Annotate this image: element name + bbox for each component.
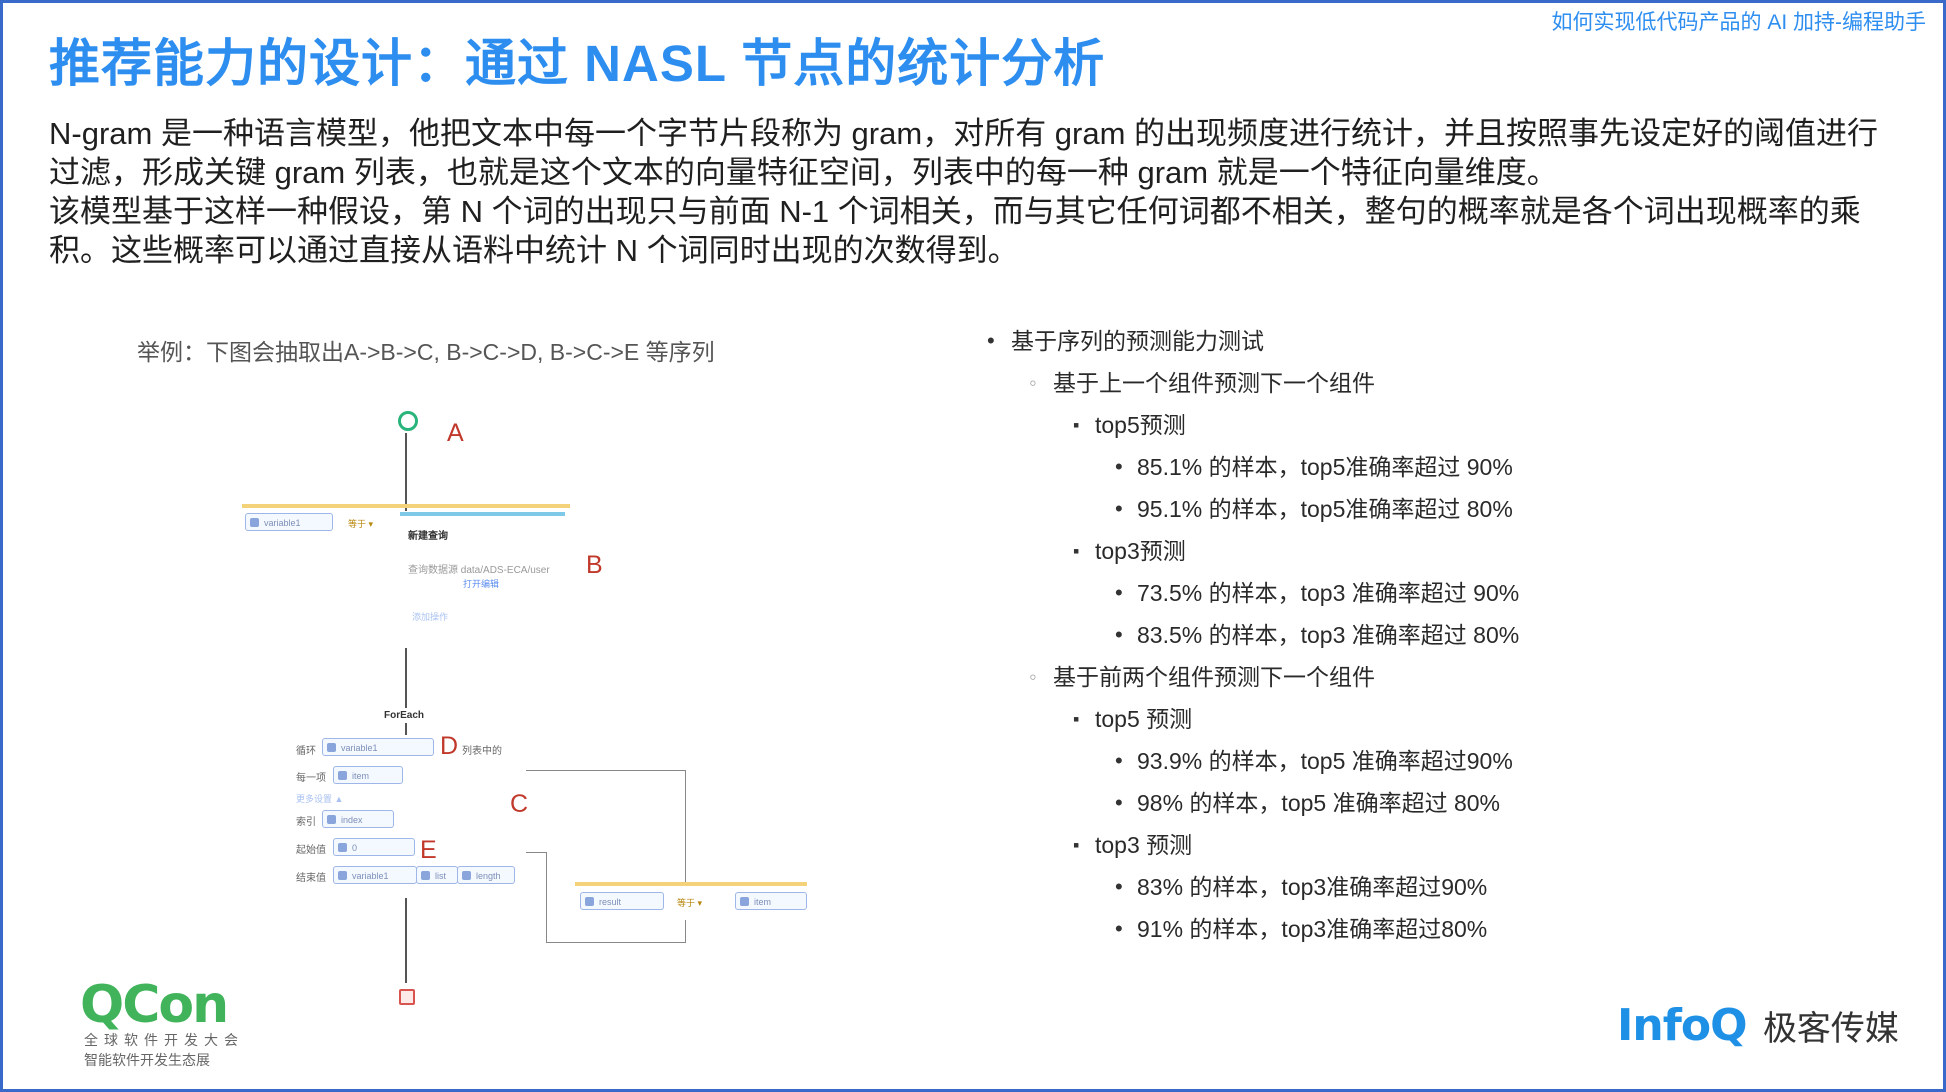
qcon-subtagline: 智能软件开发生态展 xyxy=(84,1052,210,1068)
diagram-label-c: C xyxy=(510,790,529,818)
bullet-level-4: 85.1% 的样本，top5准确率超过 90% xyxy=(985,446,1905,488)
end-node-icon xyxy=(399,989,415,1005)
loop-row-label: 循环 xyxy=(296,746,316,757)
loop-variable-chip: variable1 xyxy=(322,738,434,756)
loop-border-top xyxy=(526,770,686,771)
infoq-media-name: 极客传媒 xyxy=(1762,1010,1899,1048)
bullet-level-2: 基于前两个组件预测下一个组件 xyxy=(985,656,1905,698)
equals-tag: 等于 ▾ xyxy=(348,519,374,529)
bullet-level-4: 91% 的样本，top3准确率超过80% xyxy=(985,908,1905,950)
example-caption: 举例：下图会抽取出A->B->C, B->C->D, B->C->E 等序列 xyxy=(137,339,715,365)
qcon-logo: QCon 全球软件开发大会 智能软件开发生态展 xyxy=(80,975,260,1070)
diagram-label-d: D xyxy=(440,732,459,760)
bullet-level-4: 93.9% 的样本，top5 准确率超过90% xyxy=(985,740,1905,782)
bullet-level-3: top3 预测 xyxy=(985,824,1905,866)
each-row-label: 每一项 xyxy=(296,773,326,784)
loop-inner-line xyxy=(526,852,546,853)
list-chip: list xyxy=(416,866,458,884)
diagram-label-a: A xyxy=(447,419,464,447)
diagram-label-e: E xyxy=(420,836,437,864)
add-step-link[interactable]: 添加操作 xyxy=(412,612,449,622)
query-bar xyxy=(400,512,565,516)
intro-text: N-gram 是一种语言模型，他把文本中每一个字节片段称为 gram，对所有 g… xyxy=(49,114,1889,270)
nasl-flow-diagram: A variable1 等于 ▾ 新建查询 查询数据源 data/ADS-ECA… xyxy=(230,400,830,1020)
variable-chip: variable1 xyxy=(245,513,333,531)
item-chip: item xyxy=(333,766,403,784)
prediction-results-list: 基于序列的预测能力测试基于上一个组件预测下一个组件top5预测85.1% 的样本… xyxy=(985,320,1905,950)
loop-border-right-lower xyxy=(685,920,686,942)
length-chip: length xyxy=(457,866,515,884)
infoq-logo: InfoQ 极客传媒 xyxy=(1617,1000,1899,1051)
index-chip: index xyxy=(322,810,394,828)
bullet-list: 基于序列的预测能力测试基于上一个组件预测下一个组件top5预测85.1% 的样本… xyxy=(985,320,1905,950)
intro-paragraph-2: 该模型基于这样一种假设，第 N 个词的出现只与前面 N-1 个词相关，而与其它任… xyxy=(49,194,1861,268)
branch-bar xyxy=(242,504,570,508)
slide-title: 推荐能力的设计：通过 NASL 节点的统计分析 xyxy=(49,35,1106,92)
result-chip: result xyxy=(580,892,664,910)
connector-line xyxy=(405,898,407,983)
start-value-chip: 0 xyxy=(333,838,415,856)
start-node-icon xyxy=(398,411,418,431)
more-settings-link[interactable]: 更多设置 ▲ xyxy=(296,794,344,804)
connector-line xyxy=(405,648,407,708)
qcon-tagline: 全球软件开发大会 xyxy=(84,1032,244,1048)
loop-suffix-label: 列表中的 xyxy=(462,746,502,757)
loop-inner-left xyxy=(546,852,547,942)
qcon-wordmark: QCon xyxy=(80,975,229,1035)
assign-equals-tag: 等于 ▾ xyxy=(677,898,703,908)
bullet-level-4: 98% 的样本，top5 准确率超过 80% xyxy=(985,782,1905,824)
end-variable-chip: variable1 xyxy=(333,866,417,884)
loop-border-right xyxy=(685,770,686,884)
bullet-level-3: top5 预测 xyxy=(985,698,1905,740)
intro-paragraph-1: N-gram 是一种语言模型，他把文本中每一个字节片段称为 gram，对所有 g… xyxy=(49,116,1879,190)
bullet-level-3: top3预测 xyxy=(985,530,1905,572)
assign-bar xyxy=(575,882,807,886)
infoq-wordmark: InfoQ xyxy=(1617,1000,1747,1051)
bullet-level-4: 95.1% 的样本，top5准确率超过 80% xyxy=(985,488,1905,530)
edit-link[interactable]: 打开编辑 xyxy=(463,579,500,589)
slide-subtitle: 如何实现低代码产品的 AI 加持-编程助手 xyxy=(1551,11,1926,34)
connector-line xyxy=(405,433,407,511)
item-chip-right: item xyxy=(735,892,807,910)
bullet-level-2: 基于上一个组件预测下一个组件 xyxy=(985,362,1905,404)
end-row-label: 结束值 xyxy=(296,873,326,884)
query-path: 查询数据源 data/ADS-ECA/user xyxy=(408,565,550,576)
bullet-level-1: 基于序列的预测能力测试 xyxy=(985,320,1905,362)
bullet-level-4: 83.5% 的样本，top3 准确率超过 80% xyxy=(985,614,1905,656)
bullet-level-4: 73.5% 的样本，top3 准确率超过 90% xyxy=(985,572,1905,614)
bullet-level-4: 83% 的样本，top3准确率超过90% xyxy=(985,866,1905,908)
loop-border-bottom xyxy=(546,942,686,943)
foreach-label: ForEach xyxy=(384,710,425,721)
connector-line xyxy=(405,723,407,735)
bullet-level-3: top5预测 xyxy=(985,404,1905,446)
new-query-label: 新建查询 xyxy=(408,531,448,542)
start-row-label: 起始值 xyxy=(296,845,326,856)
index-row-label: 索引 xyxy=(296,817,316,828)
diagram-label-b: B xyxy=(586,551,603,579)
